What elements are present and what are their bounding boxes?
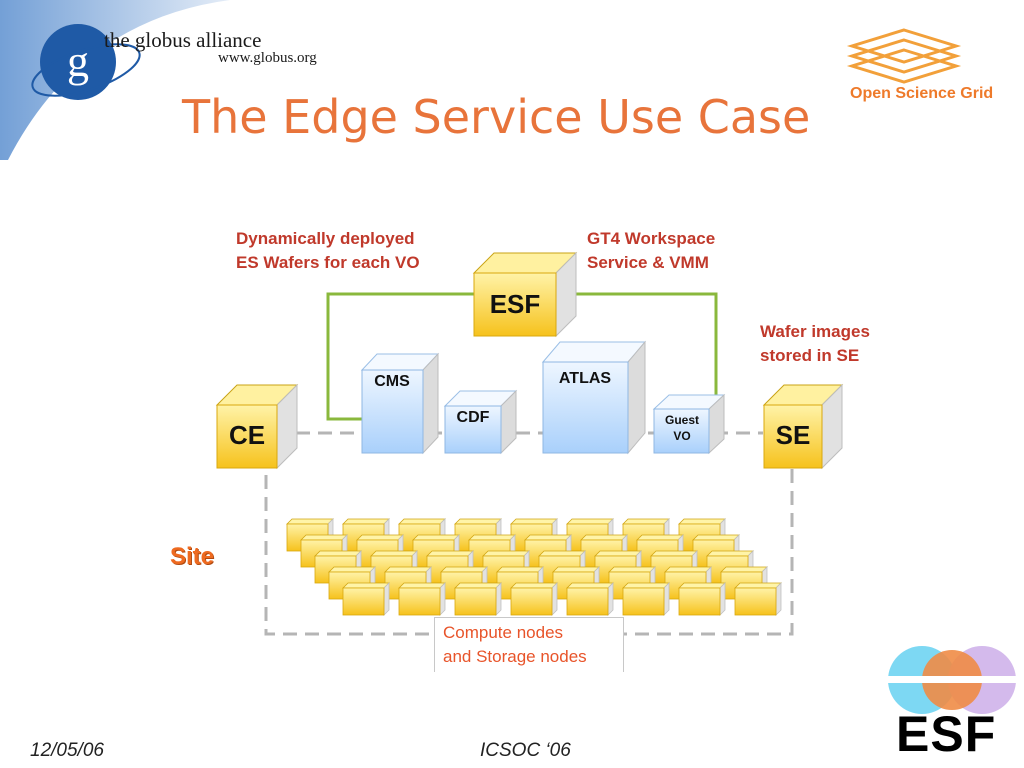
note-line: GT4 Workspace — [587, 229, 716, 248]
esf-logo-circles — [888, 646, 1016, 714]
vo-box-guest: Guest VO — [652, 393, 726, 455]
osg-layers-icon — [846, 28, 962, 84]
slide-title: The Edge Service Use Case — [182, 90, 811, 144]
compute-node — [454, 582, 502, 616]
note-line: ES Wafers for each VO — [236, 253, 420, 272]
globus-logo: g — [0, 0, 230, 160]
svg-text:ESF: ESF — [490, 289, 541, 319]
globus-name: the globus alliance — [104, 28, 262, 52]
compute-node — [622, 582, 670, 616]
note-wafer-images: Wafer images stored in SE — [760, 320, 870, 368]
compute-node — [566, 582, 614, 616]
green-connector-line — [326, 292, 718, 421]
note-dynamic-wafers: Dynamically deployed ES Wafers for each … — [236, 227, 420, 275]
svg-text:SE: SE — [776, 420, 811, 450]
compute-node-grid — [286, 518, 782, 616]
compute-node — [342, 582, 390, 616]
esf-logo-text: ESF — [896, 706, 997, 762]
svg-text:ATLAS: ATLAS — [559, 370, 611, 387]
vo-box-cdf: CDF — [443, 389, 518, 455]
compute-node — [398, 582, 446, 616]
svg-text:CDF: CDF — [457, 409, 490, 426]
globus-letter: g — [67, 37, 89, 86]
note-line: Wafer images — [760, 322, 870, 341]
note-line: and Storage nodes — [443, 647, 587, 666]
site-label: Site — [170, 543, 215, 570]
compute-nodes-callout — [434, 617, 624, 672]
globus-globe-icon — [40, 24, 116, 100]
vo-box-atlas: ATLAS — [541, 340, 647, 455]
note-line: Dynamically deployed — [236, 229, 415, 248]
note-line: Service & VMM — [587, 253, 709, 272]
svg-text:CE: CE — [229, 420, 265, 450]
note-line: stored in SE — [760, 346, 860, 365]
footer-event: ICSOC ‘06 — [480, 740, 571, 761]
compute-node — [510, 582, 558, 616]
osg-name: Open Science Grid — [850, 85, 994, 102]
globus-url: www.globus.org — [218, 50, 317, 66]
svg-text:CMS: CMS — [374, 373, 410, 390]
compute-nodes-label: Compute nodes and Storage nodes — [443, 621, 587, 669]
note-workspace-service: GT4 Workspace Service & VMM — [587, 227, 715, 275]
footer-date: 12/05/06 — [30, 740, 104, 761]
note-line: Compute nodes — [443, 623, 564, 642]
svg-text:VO: VO — [673, 429, 690, 443]
compute-node — [678, 582, 726, 616]
svg-text:Guest: Guest — [665, 413, 699, 427]
compute-node — [734, 582, 782, 616]
ce-box: CE — [215, 383, 299, 470]
se-box: SE — [762, 383, 844, 470]
vo-box-cms: CMS — [360, 352, 440, 455]
esf-box: ESF — [472, 251, 578, 338]
